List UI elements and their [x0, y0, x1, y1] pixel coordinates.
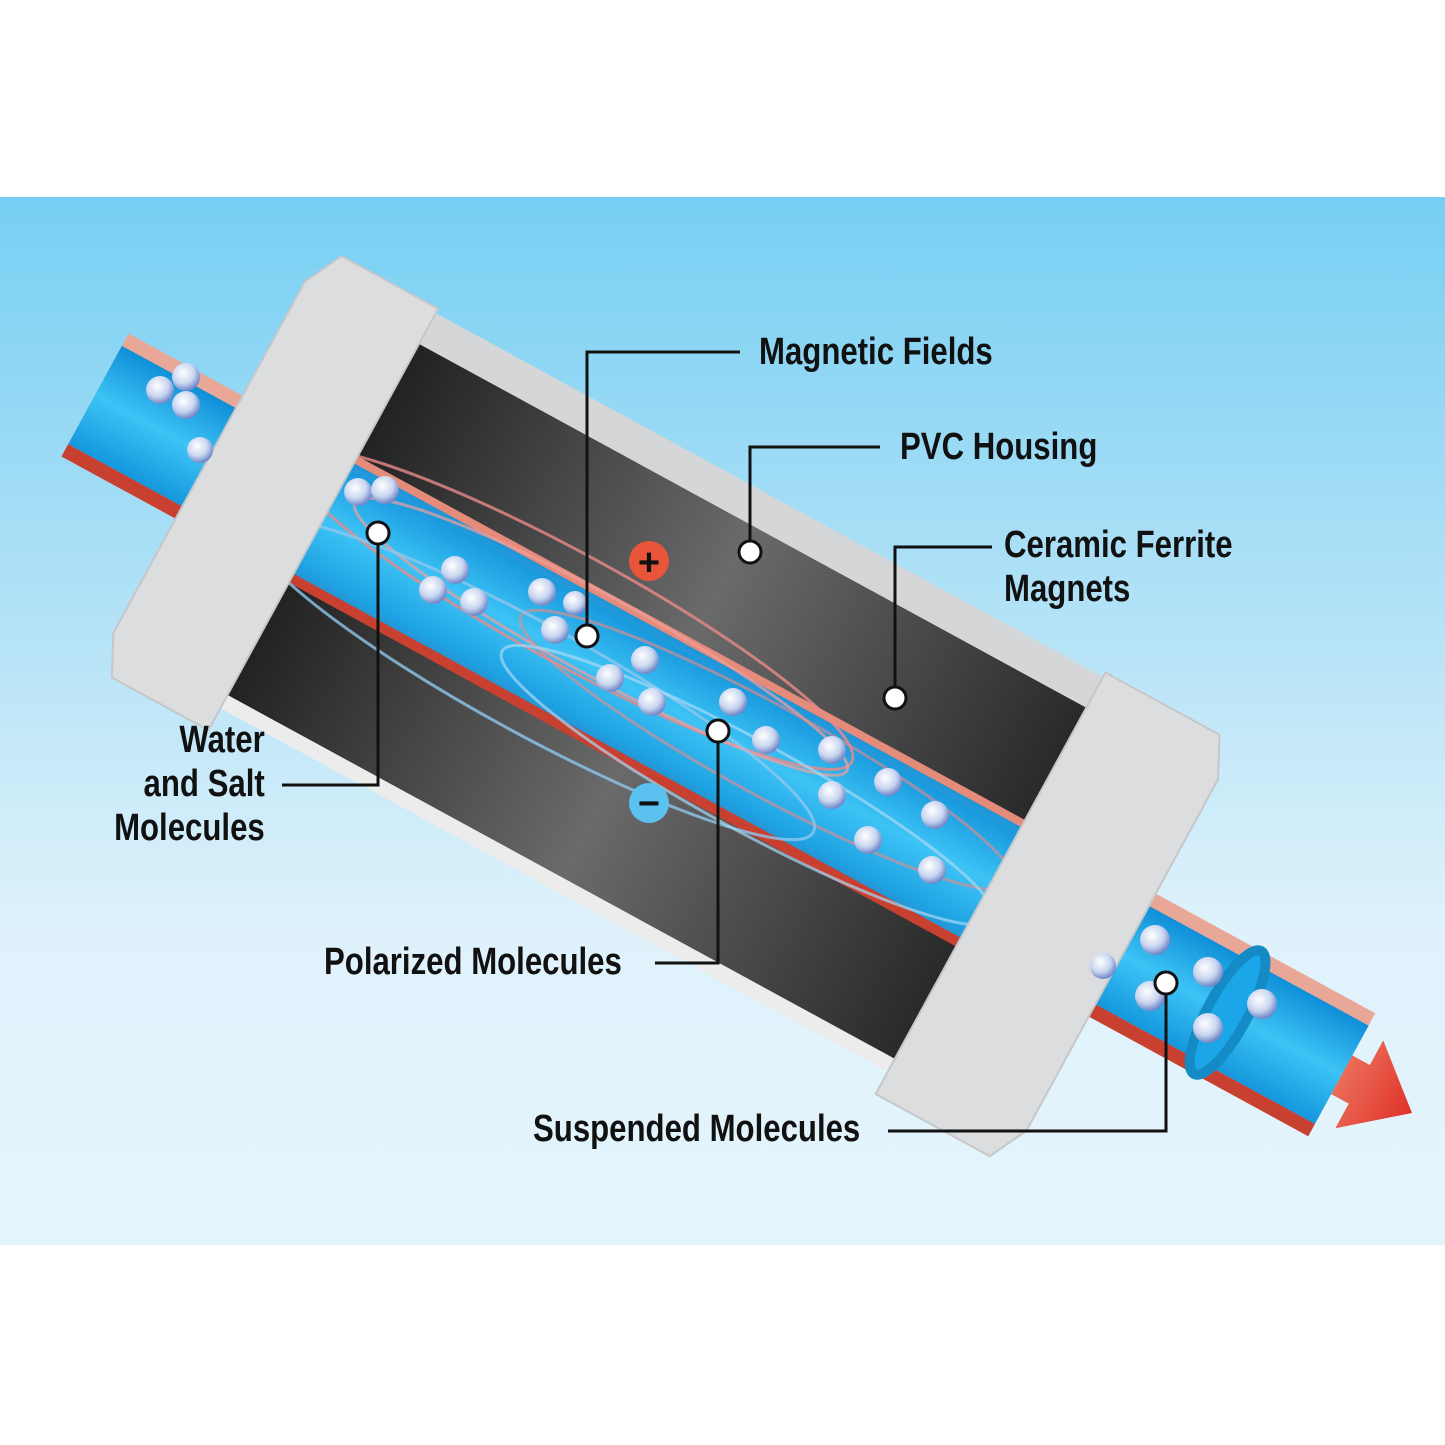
label-magnetic-fields: Magnetic Fields: [759, 331, 993, 373]
label-pvc-housing: PVC Housing: [900, 426, 1098, 468]
label-ceramic-ferrite-magnets: Ceramic Ferrite Magnets: [1004, 523, 1233, 611]
pvc-housing: [419, 313, 1104, 708]
label-line: and Salt: [143, 763, 265, 805]
ceramic-ferrite-magnet-bottom: [227, 580, 958, 1059]
svg-text:+: +: [638, 542, 660, 584]
callout-lines: [282, 350, 1168, 1133]
label-suspended-molecules: Suspended Molecules: [533, 1108, 861, 1150]
svg-text:−: −: [638, 783, 660, 825]
label-line: Magnets: [1004, 568, 1131, 610]
label-line: Water: [179, 719, 265, 761]
callout-dots: [365, 520, 1179, 996]
end-cap-left: [110, 254, 440, 732]
negative-pole-icon: −: [629, 783, 669, 825]
label-line: Ceramic Ferrite: [1004, 524, 1233, 566]
molecules: [146, 363, 1277, 1043]
label-line: Molecules: [114, 807, 265, 849]
label-polarized-molecules: Polarized Molecules: [324, 941, 622, 983]
label-water-salt-molecules: Water and Salt Molecules: [114, 718, 265, 850]
positive-pole-icon: +: [629, 541, 669, 584]
